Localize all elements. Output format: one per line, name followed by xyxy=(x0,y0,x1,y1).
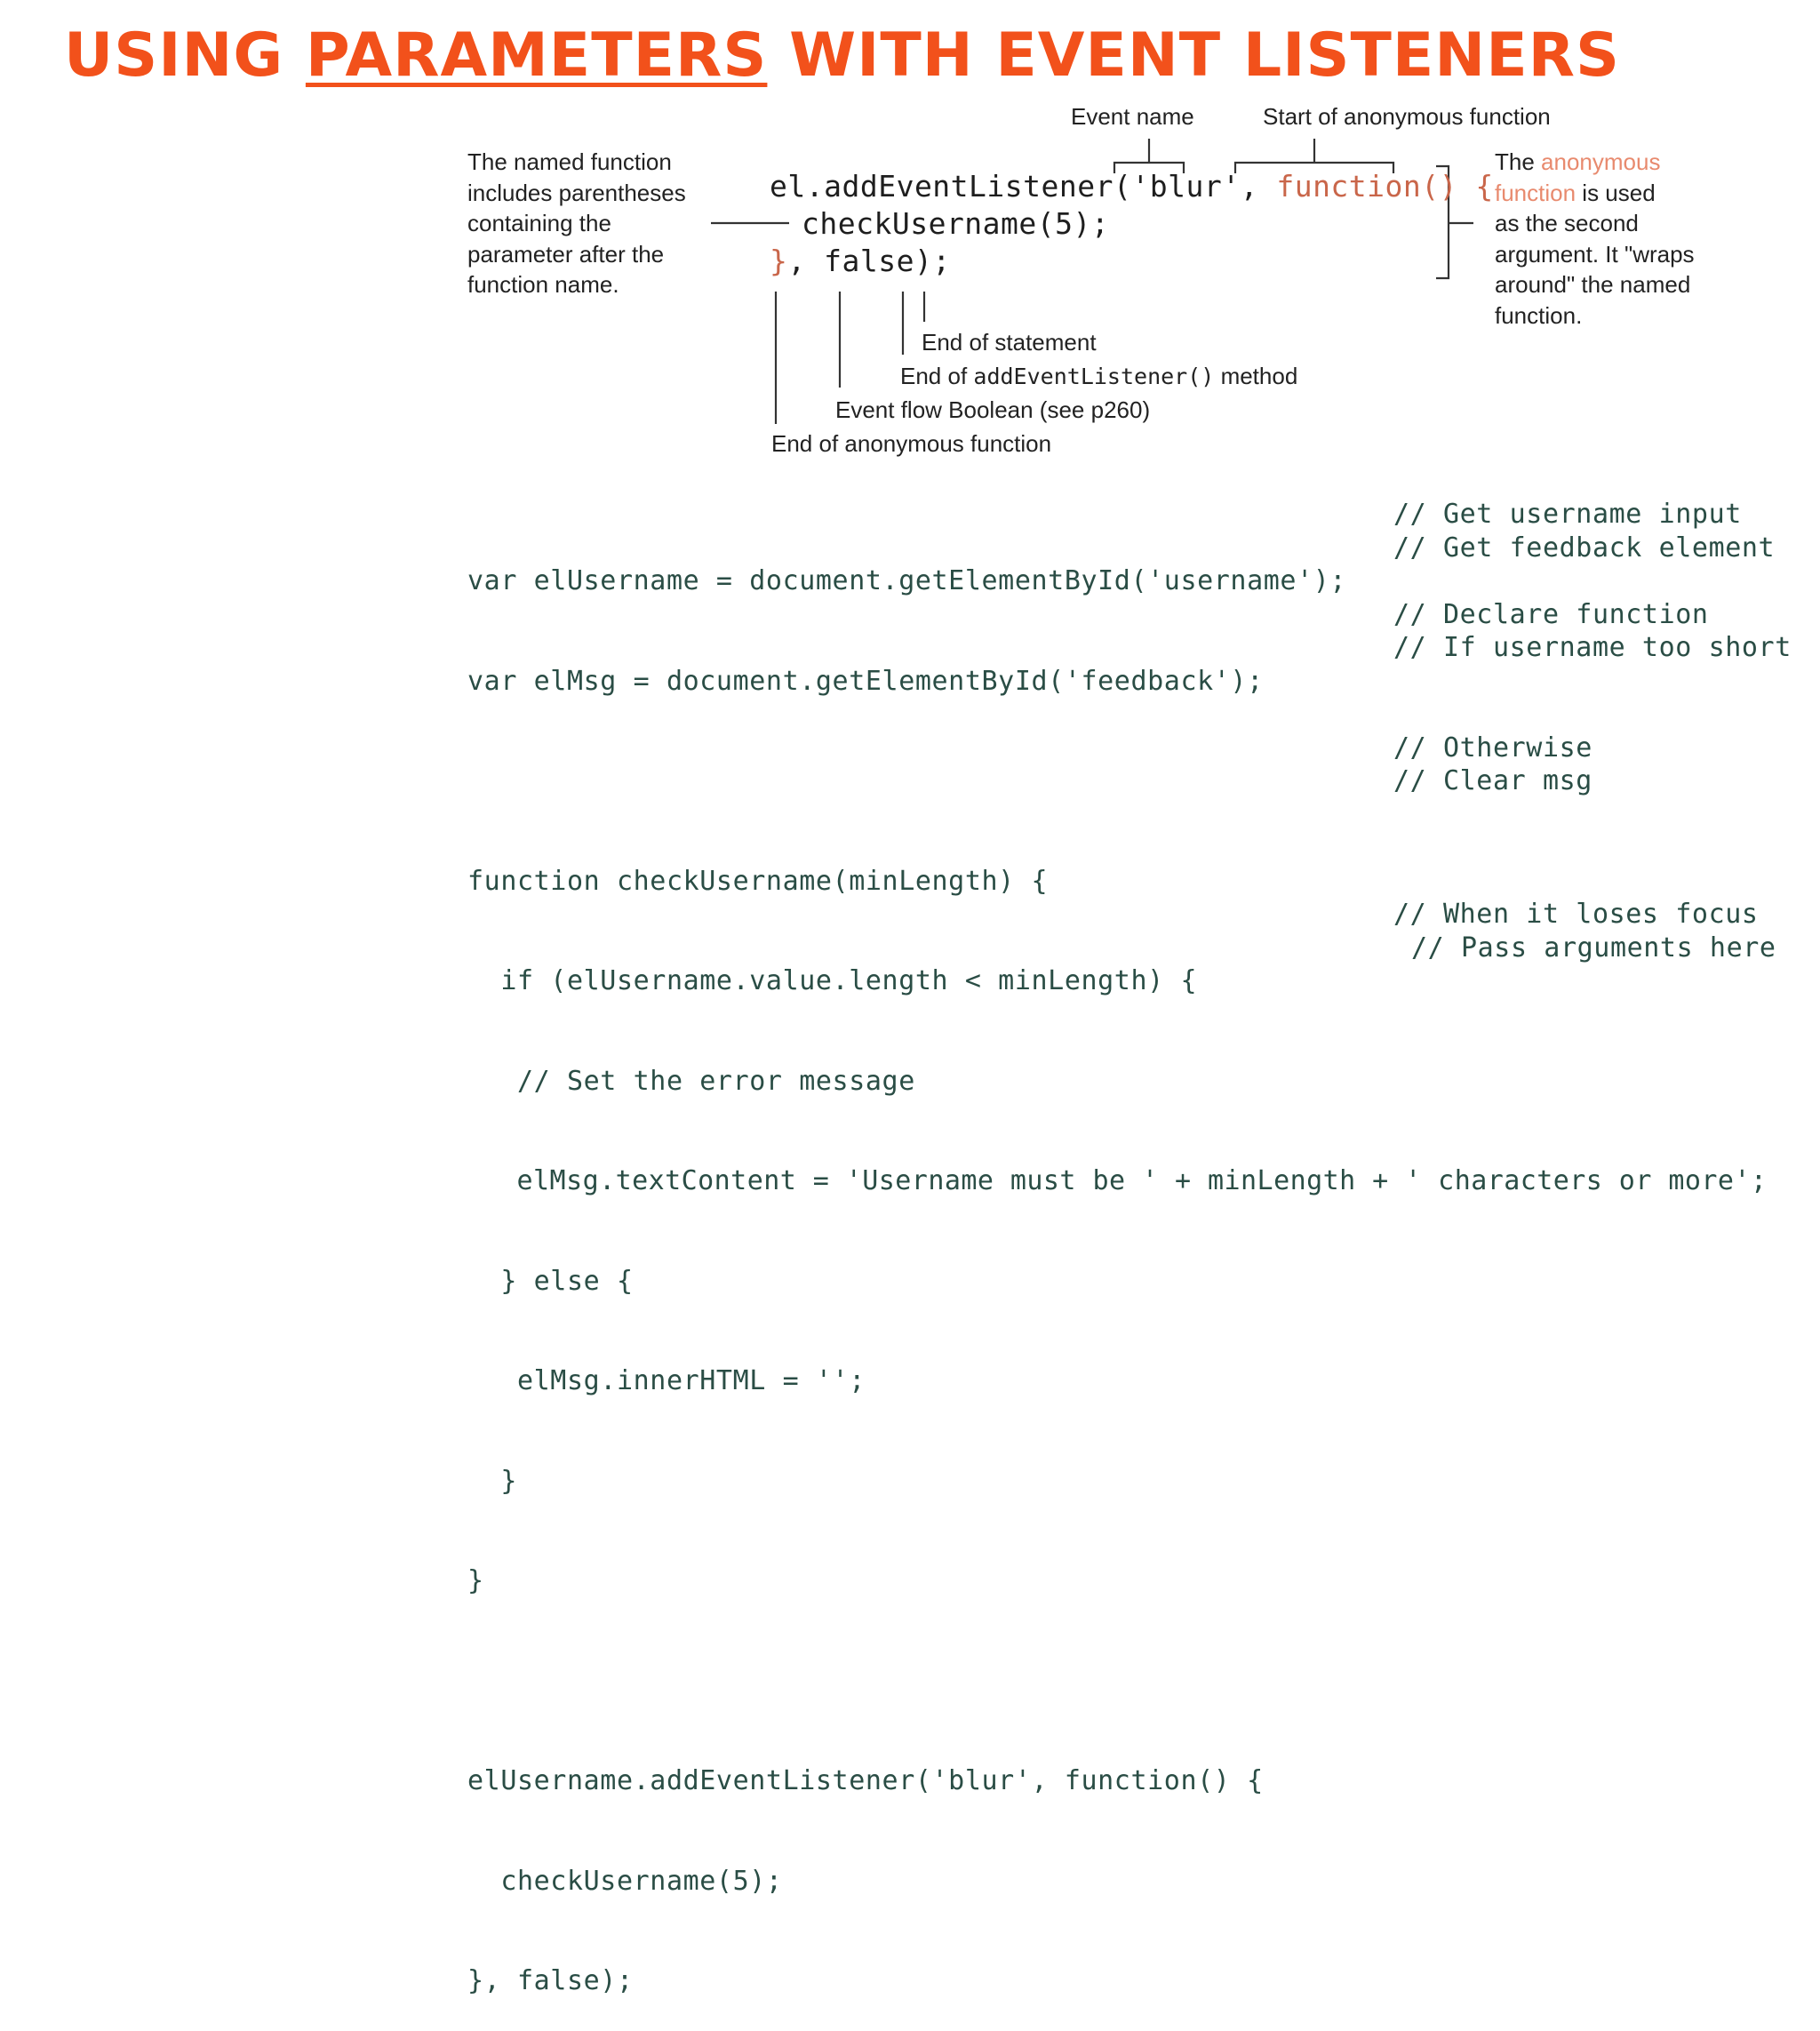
code-line: checkUsername(5); xyxy=(467,1865,783,1897)
code-line: var elUsername = document.getElementById… xyxy=(467,565,1347,596)
event-name-code: 'blur' xyxy=(1131,169,1241,204)
left-note-line: function name. xyxy=(467,271,619,298)
left-note: The named function includes parentheses … xyxy=(467,147,686,300)
code-line: elMsg.textContent = 'Username must be ' … xyxy=(467,1165,1768,1196)
code-line xyxy=(467,1665,1767,1699)
title-part-parameters: PARAMETERS xyxy=(305,20,768,91)
right-note-line: argument. It "wraps xyxy=(1495,240,1695,268)
code-comment: // When it loses focus xyxy=(1393,899,1759,930)
right-note-line: The anonymous xyxy=(1495,148,1661,175)
label-end-of-method: End of addEventListener() method xyxy=(900,363,1298,389)
code-comment: // Declare function xyxy=(1393,598,1709,630)
function-highlight: function xyxy=(1495,179,1577,206)
label-event-flow-boolean: Event flow Boolean (see p260) xyxy=(835,396,1151,423)
right-note-line: as the second xyxy=(1495,210,1639,236)
diagram-connector-lines xyxy=(711,139,1473,424)
title-part-3: WITH EVENT LISTENERS xyxy=(767,20,1620,91)
code-line: if (elUsername.value.length < minLength)… xyxy=(467,965,1198,996)
right-note-line: function. xyxy=(1495,301,1583,329)
code-line: elUsername.addEventListener('blur', func… xyxy=(467,1765,1264,1796)
label-event-name: Event name xyxy=(1071,103,1194,130)
code-line: } else { xyxy=(467,1265,634,1297)
code-line: elMsg.innerHTML = ''; xyxy=(467,1365,866,1396)
code-line: // Set the error message xyxy=(467,1065,915,1097)
code-comment: // Otherwise xyxy=(1393,732,1592,764)
code-listing: var elUsername = document.getElementById… xyxy=(467,498,1767,2031)
code-line: } xyxy=(467,1565,484,1596)
code-line: function checkUsername(minLength) { xyxy=(467,865,1049,897)
diagram-code-line-2: checkUsername(5); xyxy=(802,206,1110,241)
right-note: The anonymous function is used as the se… xyxy=(1495,147,1695,331)
anonymous-function-code: function() { xyxy=(1276,169,1494,204)
right-note-line: around" the named xyxy=(1495,271,1691,298)
label-end-of-anonymous-function: End of anonymous function xyxy=(771,430,1052,457)
left-note-line: parameter after the xyxy=(467,240,665,268)
label-end-of-statement: End of statement xyxy=(922,329,1097,356)
diagram-code-line-1: el.addEventListener('blur', function() { xyxy=(770,169,1494,204)
left-note-line: The named function xyxy=(467,148,672,175)
label-start-anonymous-function: Start of anonymous function xyxy=(1263,103,1551,130)
code-comment: // Pass arguments here xyxy=(1411,932,1776,964)
code-line: }, false); xyxy=(467,1965,634,1996)
anonymous-highlight: anonymous xyxy=(1541,148,1661,175)
code-comment: // If username too short xyxy=(1393,632,1792,663)
code-line: } xyxy=(467,1465,517,1497)
right-note-line: function is used xyxy=(1495,179,1656,206)
code-comment: // Clear msg xyxy=(1393,765,1592,796)
left-note-line: containing the xyxy=(467,210,611,236)
page-title: USING PARAMETERS WITH EVENT LISTENERS xyxy=(64,16,1620,96)
code-comment: // Get feedback element xyxy=(1393,532,1776,564)
code-comment: // Get username input xyxy=(1393,499,1742,530)
diagram-code-line-3: }, false); xyxy=(770,244,951,278)
left-note-line: includes parentheses xyxy=(467,179,686,206)
title-part-1: USING xyxy=(64,20,306,91)
code-line: var elMsg = document.getElementById('fee… xyxy=(467,665,1264,697)
